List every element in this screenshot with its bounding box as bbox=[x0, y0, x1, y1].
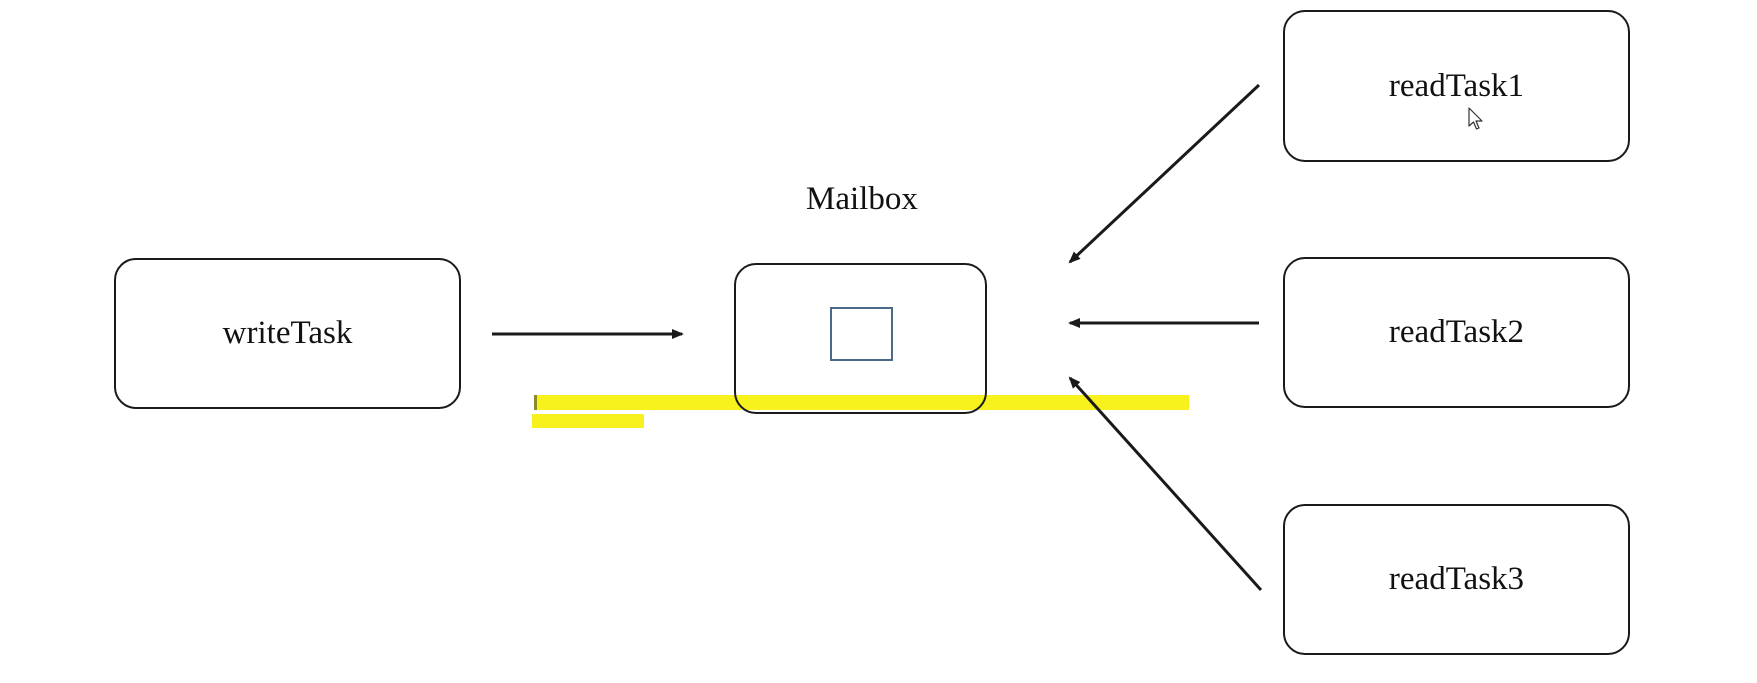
read-task-3-node[interactable]: readTask3 bbox=[1283, 504, 1630, 655]
read-task-3-label: readTask3 bbox=[1388, 561, 1525, 597]
read-task-1-node[interactable]: readTask1 bbox=[1283, 10, 1630, 162]
read-task-2-node[interactable]: readTask2 bbox=[1283, 257, 1630, 408]
arrow-read3-to-mailbox bbox=[1068, 376, 1263, 592]
read-task-2-label: readTask2 bbox=[1388, 314, 1525, 350]
write-task-node[interactable]: writeTask bbox=[114, 258, 461, 409]
text-selection-highlight-short bbox=[532, 414, 644, 428]
read-task-1-label: readTask1 bbox=[1388, 67, 1525, 104]
arrow-read1-to-mailbox bbox=[1068, 83, 1261, 264]
mailbox-node[interactable] bbox=[734, 263, 987, 414]
mouse-pointer-icon bbox=[1468, 107, 1483, 130]
mailbox-title: Mailbox bbox=[806, 181, 918, 217]
write-task-label: writeTask bbox=[222, 315, 353, 351]
mailbox-slot bbox=[830, 307, 893, 361]
text-selection-highlight bbox=[534, 395, 1189, 410]
text-selection-caret bbox=[534, 395, 537, 410]
